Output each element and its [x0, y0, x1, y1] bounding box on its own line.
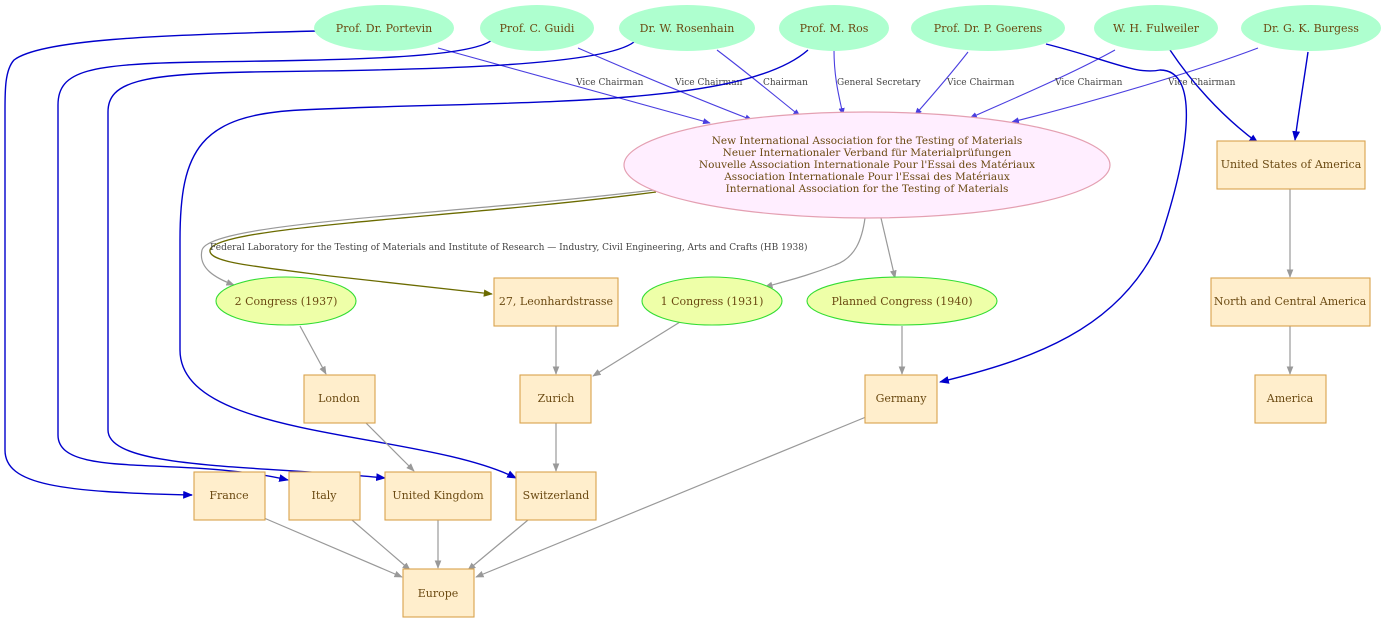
hierarchy-edges — [263, 189, 1294, 578]
edge-goerens-vice-chairman — [914, 51, 969, 116]
org-name-line: International Association for the Testin… — [726, 183, 1009, 195]
place-label: London — [318, 392, 360, 405]
edge-portevin-vice-chairman — [437, 47, 711, 125]
org-name-line: Nouvelle Association Internationale Pour… — [699, 159, 1035, 171]
person-label: Prof. M. Ros — [800, 22, 869, 35]
place-node-address[interactable]: 27, Leonhardstrasse — [493, 277, 619, 327]
person-node-ros[interactable]: Prof. M. Ros — [779, 5, 889, 51]
person-nodes: Prof. Dr. Portevin Prof. C. Guidi Dr. W.… — [314, 5, 1381, 51]
place-node-europe[interactable]: Europe — [402, 568, 475, 618]
edge-germany-europe — [475, 416, 867, 578]
country-edges — [4, 30, 1309, 499]
place-node-italy[interactable]: Italy — [288, 471, 361, 521]
person-node-fulweiler[interactable]: W. H. Fulweiler — [1094, 5, 1218, 51]
person-node-burgess[interactable]: Dr. G. K. Burgess — [1241, 5, 1381, 51]
edge-ros-general-secretary — [833, 49, 845, 116]
edge-org-address — [209, 191, 657, 297]
person-label: W. H. Fulweiler — [1113, 22, 1200, 35]
label-address-edge: Federal Laboratory for the Testing of Ma… — [210, 242, 807, 253]
place-node-zurich[interactable]: Zurich — [519, 374, 592, 424]
congress-nodes: 2 Congress (1937) 1 Congress (1931) Plan… — [215, 276, 998, 326]
edge-goerens-germany — [939, 43, 1188, 384]
edge-switzerland-europe — [467, 519, 529, 571]
person-label: Dr. G. K. Burgess — [1263, 22, 1359, 35]
edge-london-uk — [365, 422, 415, 472]
person-node-portevin[interactable]: Prof. Dr. Portevin — [314, 5, 454, 51]
edge-2-congress-london — [299, 325, 327, 375]
label-rosenhain-role: Chairman — [763, 78, 808, 88]
label-guidi-role: Vice Chairman — [674, 78, 743, 88]
place-label: Switzerland — [523, 489, 590, 502]
place-node-france[interactable]: France — [193, 471, 266, 521]
edge-burgess-usa — [1292, 51, 1309, 141]
edge-1-congress-zurich — [592, 321, 681, 377]
place-label: Germany — [876, 392, 928, 405]
place-node-uk[interactable]: United Kingdom — [384, 471, 492, 521]
place-label: Europe — [418, 587, 459, 600]
label-fulweiler-role: Vice Chairman — [1054, 78, 1123, 88]
place-node-germany[interactable]: Germany — [864, 374, 938, 424]
edge-burgess-vice-chairman — [1011, 47, 1259, 124]
person-label: Dr. W. Rosenhain — [640, 22, 735, 35]
person-label: Prof. Dr. Portevin — [336, 22, 432, 35]
place-label: America — [1266, 392, 1314, 405]
label-goerens-role: Vice Chairman — [946, 78, 1015, 88]
label-portevin-role: Vice Chairman — [575, 78, 644, 88]
edge-org-2-congress — [200, 189, 655, 286]
congress-label: Planned Congress (1940) — [832, 295, 973, 308]
congress-label: 1 Congress (1931) — [661, 295, 764, 308]
congress-node-1931[interactable]: 1 Congress (1931) — [641, 276, 783, 326]
congress-node-1940[interactable]: Planned Congress (1940) — [806, 276, 998, 326]
edge-fulweiler-usa — [1169, 49, 1259, 144]
person-node-rosenhain[interactable]: Dr. W. Rosenhain — [619, 5, 755, 51]
edge-org-1-congress — [764, 217, 866, 289]
role-edge-labels: Vice Chairman Vice Chairman Chairman Gen… — [575, 78, 1236, 88]
person-node-guidi[interactable]: Prof. C. Guidi — [480, 5, 594, 51]
place-label: United Kingdom — [392, 489, 484, 502]
label-burgess-role: Vice Chairman — [1167, 78, 1236, 88]
edge-guidi-vice-chairman — [577, 47, 753, 121]
edge-portevin-france — [4, 30, 319, 499]
label-ros-role: General Secretary — [837, 78, 921, 88]
org-name-line: Association Internationale Pour l'Essai … — [723, 171, 1010, 183]
org-name-line: New International Association for the Te… — [712, 135, 1023, 147]
edge-org-planned-congress — [880, 217, 897, 279]
org-edges — [200, 189, 897, 297]
edge-france-europe — [263, 517, 403, 578]
edge-ros-switzerland — [179, 49, 809, 479]
congress-node-1937[interactable]: 2 Congress (1937) — [215, 276, 357, 326]
place-label: North and Central America — [1214, 295, 1367, 308]
edge-italy-europe — [351, 519, 411, 571]
place-label: 27, Leonhardstrasse — [499, 295, 613, 308]
person-node-goerens[interactable]: Prof. Dr. P. Goerens — [911, 5, 1065, 51]
organization-node[interactable]: New International Association for the Te… — [623, 111, 1111, 219]
place-label: Italy — [311, 489, 337, 502]
edge-guidi-italy — [57, 39, 493, 482]
place-label: France — [209, 489, 248, 502]
person-label: Prof. C. Guidi — [500, 22, 575, 35]
place-label: Zurich — [538, 392, 575, 405]
place-node-usa[interactable]: United States of America — [1216, 140, 1366, 190]
place-node-america[interactable]: America — [1254, 374, 1327, 424]
edge-rosenhain-chairman — [716, 49, 801, 117]
edge-rosenhain-uk — [107, 41, 635, 481]
place-node-nca[interactable]: North and Central America — [1210, 277, 1371, 327]
place-node-london[interactable]: London — [303, 374, 376, 424]
place-nodes: 27, Leonhardstrasse United States of Ame… — [193, 140, 1371, 618]
person-label: Prof. Dr. P. Goerens — [934, 22, 1043, 35]
place-label: United States of America — [1221, 158, 1362, 171]
place-node-switzerland[interactable]: Switzerland — [515, 471, 597, 521]
congress-label: 2 Congress (1937) — [235, 295, 338, 308]
org-name-line: Neuer Internationaler Verband für Materi… — [723, 147, 1012, 159]
